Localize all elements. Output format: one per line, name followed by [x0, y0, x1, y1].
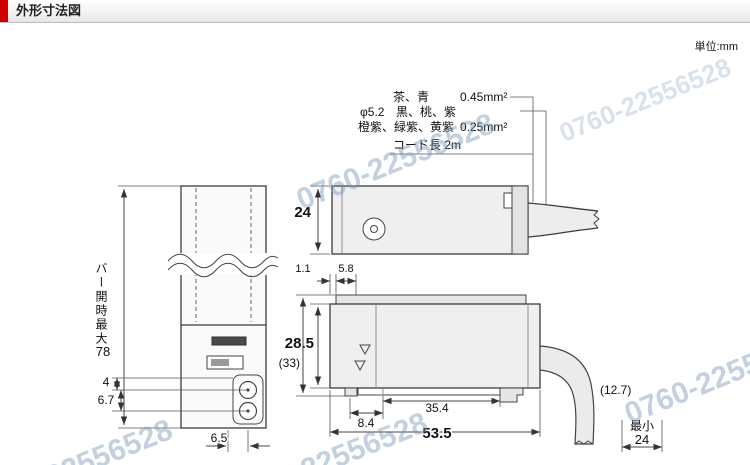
cable-diameter: φ5.2 [360, 105, 385, 119]
wire-size-2: 0.25mm² [460, 120, 507, 134]
switch-knob [211, 359, 229, 366]
break-wave-top [167, 253, 279, 269]
wire-size-1: 0.45mm² [460, 90, 507, 104]
top-view: 24 [293, 96, 600, 255]
side-view [329, 294, 595, 445]
dim-53-5-label: 53.5 [422, 425, 451, 442]
dim-1-1-label: 1.1 [295, 263, 310, 275]
left-foot [344, 387, 358, 397]
page-header: 外形寸法図 [0, 0, 750, 23]
dim-5-8-label: 5.8 [338, 263, 353, 275]
cable-break-mark [593, 210, 600, 229]
cord-length-label: コード長 2m [393, 138, 461, 152]
indicator-triangle-2 [354, 360, 366, 372]
cable-bottom-edge [527, 227, 599, 238]
adjuster-dial-center [370, 225, 378, 233]
dim-min-24-value: 24 [635, 432, 649, 447]
dim-8-4-label: 8.4 [358, 416, 375, 430]
dim-33-label: (33) [279, 356, 300, 370]
break-wave-bottom [167, 262, 279, 278]
front-view [166, 185, 282, 429]
bar-open-max-label: バー開時最大 [94, 262, 108, 346]
wire-colors-2: 黒、桃、紫 [396, 104, 456, 119]
front-view-dimensions: 78 4 6.7 6.5 [96, 185, 270, 452]
unit-label: 単位:mm [694, 41, 738, 53]
right-hook [499, 387, 524, 403]
indicator-triangle-1 [359, 344, 371, 356]
display-slot [211, 336, 247, 346]
din-clip-recess [357, 388, 501, 396]
top-view-end-cap [511, 185, 529, 255]
side-view-lid [335, 294, 527, 305]
dim-6-7-label: 6.7 [98, 393, 115, 407]
top-view-latch [503, 192, 513, 209]
top-view-body [331, 185, 529, 255]
cable-top-edge [527, 202, 599, 212]
cable-bend-break-mark [574, 440, 594, 445]
page-title: 外形寸法図 [16, 3, 82, 18]
wire-colors-3: 橙紫、緑紫、黄紫 [358, 119, 454, 134]
dim-78-value: 78 [96, 344, 110, 359]
cable-bend [539, 345, 595, 445]
cable-labels: 茶、青 0.45mm² φ5.2 黒、桃、紫 橙紫、緑紫、黄紫 0.25mm² … [358, 89, 507, 152]
dim-28-5-label: 28.5 [285, 335, 314, 352]
header-accent-bar [0, 0, 8, 22]
wire-colors-1: 茶、青 [393, 89, 429, 104]
dim-min-label: 最小 [630, 419, 654, 433]
cable-fill [528, 203, 598, 237]
dim-35-4-label: 35.4 [425, 401, 449, 415]
side-view-body [329, 303, 541, 389]
side-view-dimensions: 1.1 5.8 28.5 (33) 8.4 35.4 53.5 (12.7) [277, 262, 663, 452]
dim-12-7-label: (12.7) [600, 383, 631, 397]
dim-4-label: 4 [103, 375, 110, 389]
dim-6-5-label: 6.5 [211, 431, 228, 445]
dim-24-label: 24 [294, 204, 311, 221]
